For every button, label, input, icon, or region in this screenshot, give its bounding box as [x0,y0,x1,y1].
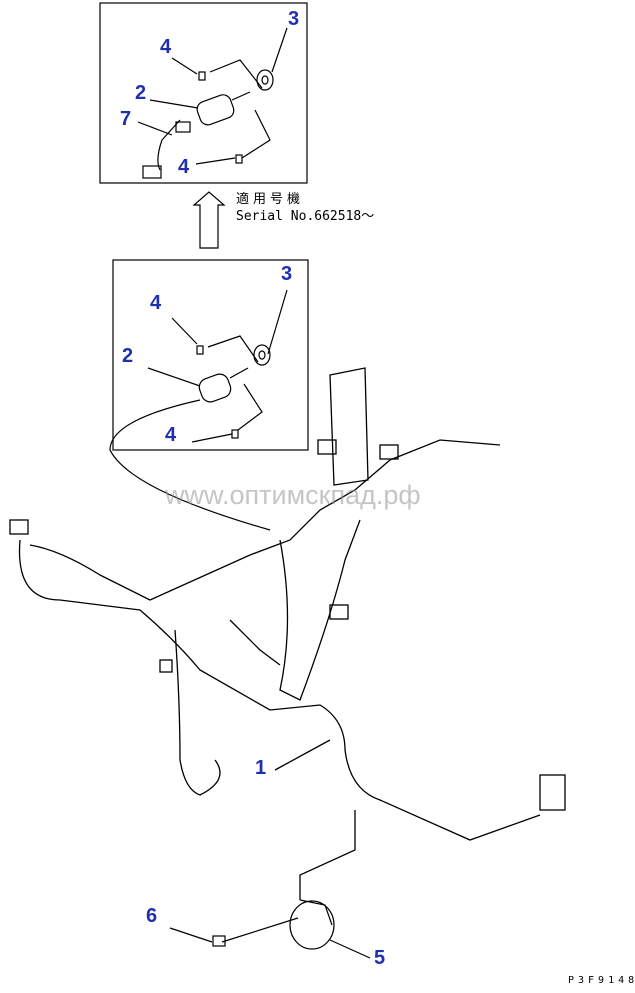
callout-3-mid: 3 [281,263,293,285]
mid-detail-box [112,259,309,451]
up-arrow-icon [192,191,226,249]
callout-2-top: 2 [135,82,147,104]
horn [221,899,371,959]
callout-6: 6 [146,905,158,927]
callout-1: 1 [255,757,267,779]
callout-4-mid: 4 [150,292,162,314]
serial-number: Serial No.662518～ [236,209,375,224]
top-detail-box [99,2,308,184]
applicability-heading: 適用号機 [236,192,305,207]
callout-4-top: 4 [160,36,172,58]
top-switch-assembly [137,27,288,179]
callout-7-top: 7 [120,108,132,130]
drawing-code: P3F9148 [568,975,635,986]
mid-switch-assembly [109,289,288,531]
callout-5: 5 [374,947,386,969]
watermark: www.оптимскпад.рф [165,480,421,510]
callout-4-mid-lower: 4 [165,424,177,446]
callout-3-top: 3 [288,8,300,30]
main-wiring-harness [9,367,566,900]
callout-4-top-lower: 4 [178,156,190,178]
callout-2-mid: 2 [122,345,134,367]
bolt [169,927,226,947]
